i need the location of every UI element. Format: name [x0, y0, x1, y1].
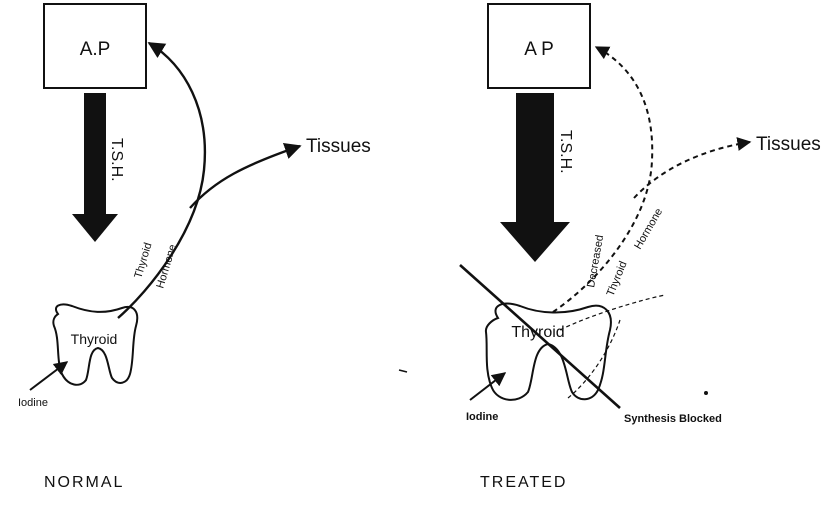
treated-tissues-arrow [634, 142, 750, 198]
treated-iodine-label: Iodine [466, 411, 498, 423]
treated-thyroid-shape [486, 304, 611, 400]
stray-dot [704, 391, 708, 395]
treated-blocked-label: Synthesis Blocked [624, 413, 722, 425]
normal-tissues-label: Tissues [306, 136, 371, 157]
normal-caption: NORMAL [44, 474, 124, 491]
treated-hormone-label-1: Thyroid [605, 260, 630, 299]
normal-tsh-label: T.S.H. [108, 138, 125, 182]
treated-tsh-arrow-shaft [516, 93, 554, 223]
treated-decreased-label: Decreased [585, 234, 606, 288]
normal-tissues-arrow [190, 146, 300, 208]
normal-tsh-arrow-shaft [84, 93, 106, 215]
normal-panel: A.P T.S.H. Tissues Thyroid Hormone Thyro… [18, 4, 371, 491]
treated-ap-label: A P [524, 39, 554, 60]
treated-tissues-label: Tissues [756, 134, 821, 155]
normal-hormone-label-2: Hormone [154, 243, 179, 290]
normal-ap-label: A.P [80, 39, 111, 60]
treated-thyroid-label: Thyroid [511, 324, 564, 341]
normal-iodine-label: Iodine [18, 397, 48, 409]
treated-feedback-arrow [553, 47, 652, 312]
treated-tsh-arrowhead [500, 222, 570, 262]
normal-hormone-label-1: Thyroid [132, 241, 154, 280]
treated-tsh-label: T.S.H. [557, 130, 574, 174]
treated-dashed-line-1 [560, 295, 665, 330]
normal-iodine-arrow [30, 362, 67, 390]
stray-dash [399, 370, 407, 372]
normal-tsh-arrowhead [72, 214, 118, 242]
treated-hormone-label-2: Hormone [632, 206, 665, 251]
treated-caption: TREATED [480, 474, 567, 491]
treated-panel: A P T.S.H. Tissues Decreased Thyroid Hor… [460, 4, 821, 491]
normal-thyroid-label: Thyroid [71, 331, 118, 347]
